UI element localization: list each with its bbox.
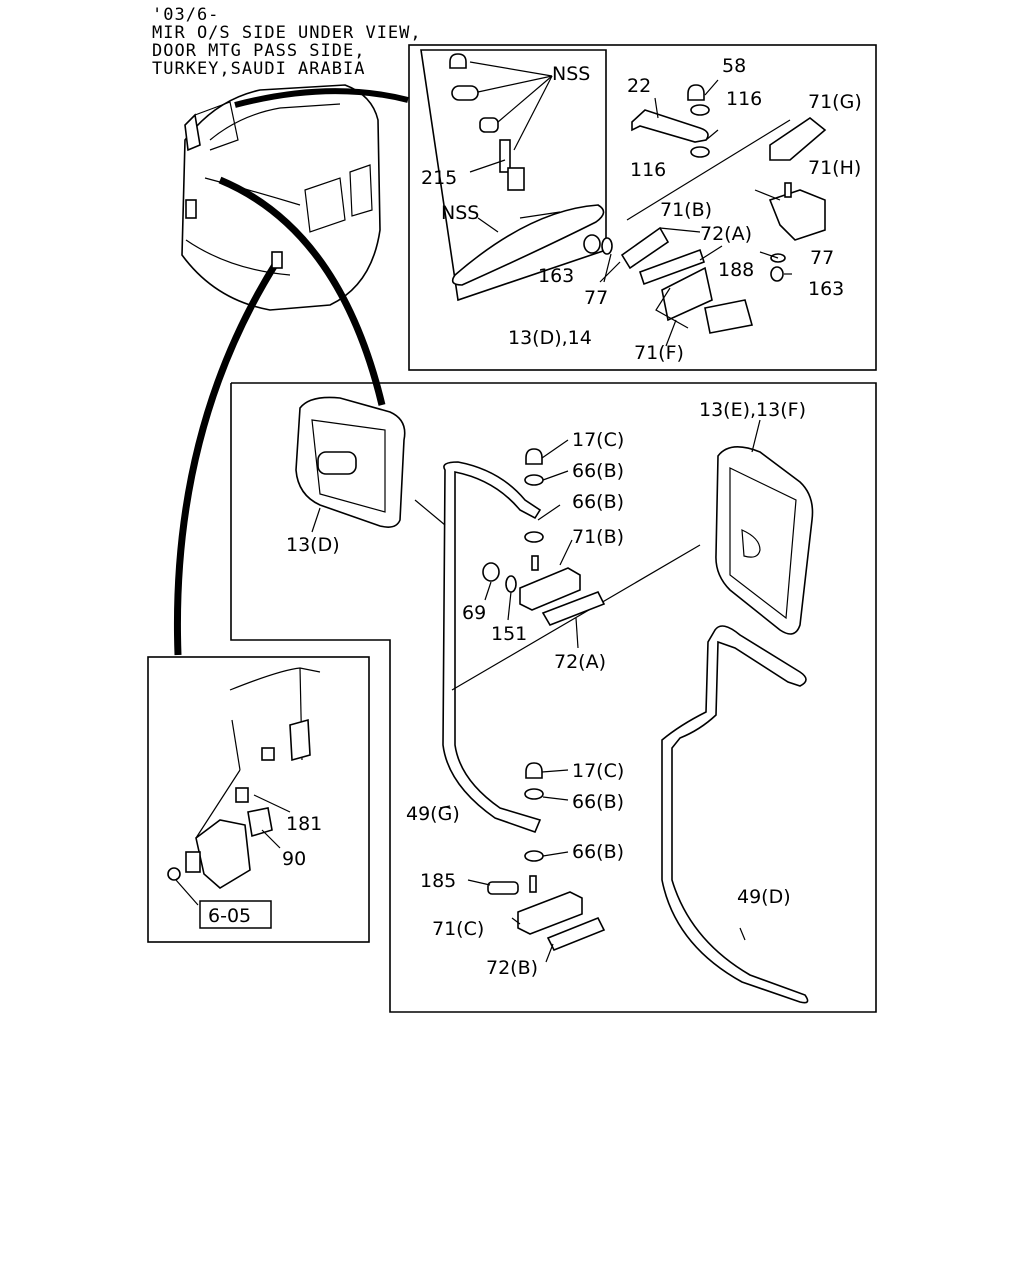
callout-71b: 71(B) bbox=[572, 526, 624, 548]
arm-49d bbox=[661, 625, 809, 1004]
callout-181: 181 bbox=[286, 813, 322, 835]
top-panel-hardware bbox=[583, 79, 827, 347]
callout-72b: 72(B) bbox=[486, 957, 538, 979]
callout-72a: 72(A) bbox=[554, 651, 606, 673]
callout-116-b: 116 bbox=[630, 159, 666, 181]
callout-188: 188 bbox=[718, 259, 754, 281]
callout-163-b: 163 bbox=[808, 278, 844, 300]
arm-49g bbox=[414, 461, 542, 834]
callout-215: 215 bbox=[421, 167, 457, 189]
callout-71g: 71(G) bbox=[808, 91, 862, 113]
callout-71f: 71(F) bbox=[634, 342, 684, 364]
top-detail-panel bbox=[408, 44, 877, 371]
callout-66b-c: 66(B) bbox=[572, 791, 624, 813]
truck-cab-sketch bbox=[181, 84, 381, 311]
callout-17c-a: 17(C) bbox=[572, 429, 624, 451]
header-line-3: DOOR MTG PASS SIDE, bbox=[152, 41, 366, 61]
callout-66b-a: 66(B) bbox=[572, 460, 624, 482]
nss-inset-parts bbox=[449, 53, 605, 286]
bracket-inset-parts bbox=[167, 667, 321, 906]
arm-dash-line bbox=[451, 544, 701, 691]
callout-69: 69 bbox=[462, 602, 486, 624]
ref-6-05-box bbox=[199, 900, 272, 929]
callout-77-b: 77 bbox=[810, 247, 834, 269]
callout-116-a: 116 bbox=[726, 88, 762, 110]
mirror-13d bbox=[295, 396, 406, 533]
leader-arc-mid bbox=[218, 176, 386, 406]
callout-49d: 49(D) bbox=[737, 886, 791, 908]
lower-mount-hardware bbox=[439, 762, 746, 963]
mirror-13ef bbox=[715, 419, 814, 635]
header-line-2: MIR O/S SIDE UNDER VIEW, bbox=[152, 23, 422, 43]
callout-13d: 13(D) bbox=[286, 534, 340, 556]
callout-163-a: 163 bbox=[538, 265, 574, 287]
callout-66b-b: 66(B) bbox=[572, 491, 624, 513]
callout-71c: 71(C) bbox=[432, 918, 484, 940]
callout-77-a: 77 bbox=[584, 287, 608, 309]
callout-17c-b: 17(C) bbox=[572, 760, 624, 782]
bracket-detail-panel bbox=[147, 656, 370, 943]
callout-90: 90 bbox=[282, 848, 306, 870]
main-detail-panel bbox=[230, 382, 877, 1013]
callout-13ef: 13(E),13(F) bbox=[699, 399, 806, 421]
leader-arc-low bbox=[174, 258, 281, 656]
callout-49g: 49(G) bbox=[406, 803, 460, 825]
callout-nss-top: NSS bbox=[552, 63, 590, 85]
header-line-4: TURKEY,SAUDI ARABIA bbox=[152, 59, 366, 79]
callout-71h: 71(H) bbox=[808, 157, 861, 179]
upper-mount-hardware bbox=[482, 439, 606, 649]
callout-nss-bar: NSS bbox=[441, 202, 479, 224]
callout-151: 151 bbox=[491, 623, 527, 645]
callout-185: 185 bbox=[420, 870, 456, 892]
header-line-1: '03/6- bbox=[152, 5, 220, 25]
leader-arc-top bbox=[234, 88, 409, 108]
callout-71b-top: 71(B) bbox=[660, 199, 712, 221]
callout-22: 22 bbox=[627, 75, 651, 97]
callout-13d-14: 13(D),14 bbox=[508, 327, 592, 349]
callout-66b-d: 66(B) bbox=[572, 841, 624, 863]
callout-72a-top: 72(A) bbox=[700, 223, 752, 245]
callout-58: 58 bbox=[722, 55, 746, 77]
ref-6-05: 6-05 bbox=[208, 905, 251, 927]
